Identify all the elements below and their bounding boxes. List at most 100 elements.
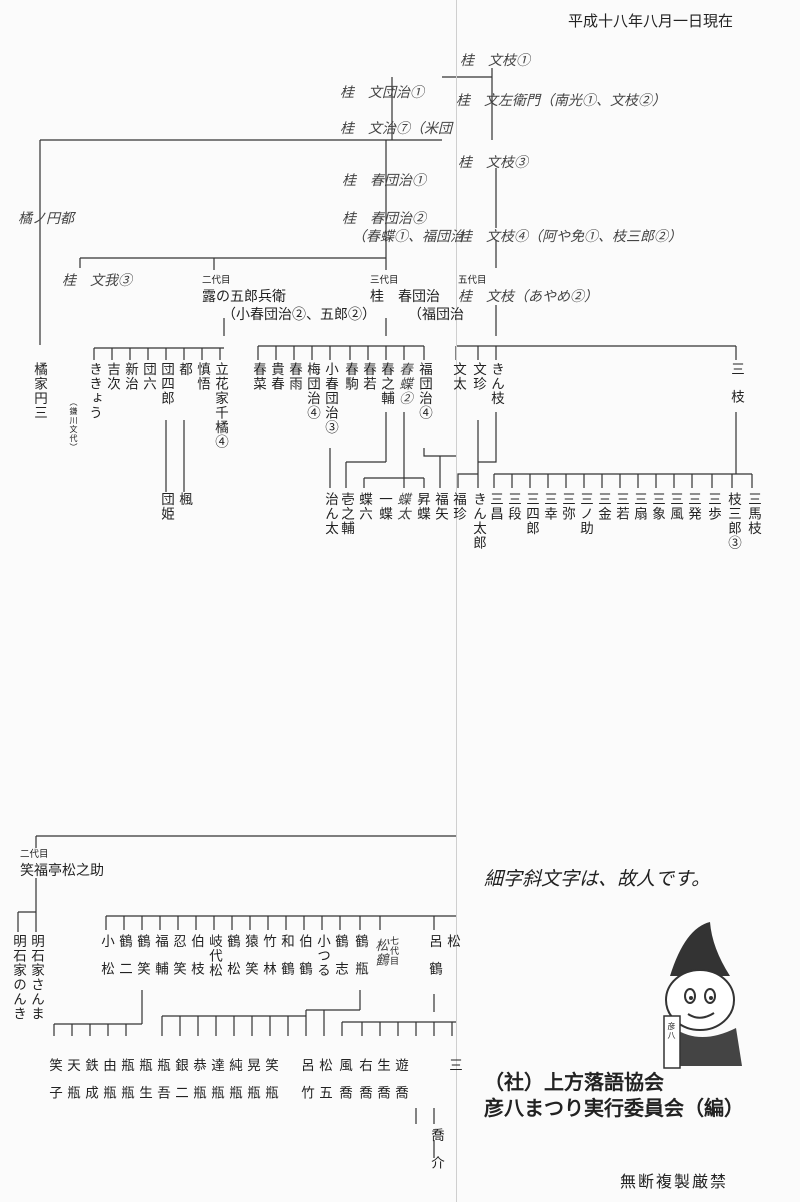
bunshi-3: 桂 文枝③ [458, 155, 528, 171]
sandan: 三段 [505, 492, 521, 521]
ichinosuke: 壱之輔 [338, 492, 354, 536]
harusai: 春菜 [250, 362, 266, 391]
sanjaku: 三若 [613, 492, 629, 521]
koharudanji: 小春団治③ [322, 362, 338, 435]
bunchin: 文珍 [470, 362, 486, 391]
mascot: 彦八 [650, 918, 760, 1078]
heigo: 瓶吾 [154, 1058, 170, 1113]
tenpei: 天瓶 [64, 1058, 80, 1113]
danroku: 団六 [140, 362, 156, 391]
sansho: 三昌 [487, 492, 503, 521]
mascot-icon [663, 922, 742, 1069]
kichiji: 吉次 [104, 362, 120, 391]
tsuruji: 鶴二 [116, 934, 132, 989]
chouta: 蝶太 [394, 492, 410, 521]
shingo: 慎悟 [194, 362, 210, 391]
shogo: 松五 [316, 1058, 332, 1113]
harudanji-2-note: （春蝶①、福団治 [352, 229, 464, 245]
bunji-7: 桂 文治⑦（米団 [340, 121, 452, 137]
kotsuru: 小つる [314, 934, 330, 978]
bunta: 文太 [450, 362, 466, 391]
bunshi-1: 桂 文枝① [460, 53, 530, 69]
tappei: 達瓶 [208, 1058, 224, 1113]
shohei: 笑瓶 [262, 1058, 278, 1113]
fukusuke: 福輔 [152, 934, 168, 989]
ensho: 猿笑 [242, 934, 258, 989]
shoucho: 昇蝶 [414, 492, 430, 521]
date-header: 平成十八年八月一日現在 [568, 12, 734, 30]
yuhei: 由瓶 [100, 1058, 116, 1113]
kosho: 小松 [98, 934, 114, 989]
ginji: 銀二 [172, 1058, 188, 1113]
tsurushi: 鶴志 [332, 934, 348, 989]
harunosuke: 春之輔 [378, 362, 394, 406]
harukoma: 春駒 [342, 362, 358, 391]
tsurumatsu: 鶴松 [224, 934, 240, 989]
akashiya-nonki: 明石家のんき [10, 934, 26, 1021]
organization-2: 彦八まつり実行委員会（編） [484, 1096, 744, 1120]
tachibanaya-enzo: 橘家円三 [31, 362, 47, 420]
sankin: 三金 [595, 492, 611, 521]
yukyo: 遊喬 [392, 1058, 408, 1113]
wakaku: 和鶴 [278, 934, 294, 989]
bunshi-5-generation: 五代目 [458, 275, 487, 286]
edasaburo-3: 枝三郎③ [725, 492, 741, 550]
rochiku: 呂竹 [298, 1058, 314, 1113]
organization-1: （社）上方落語協会 [484, 1070, 664, 1094]
bunzaemon: 桂 文左衛門（南光①、文枝②） [456, 93, 666, 109]
fukusho: 福珍 [450, 492, 466, 521]
dankichi: 団姫 [158, 492, 174, 521]
tsuyu-generation: 二代目 [202, 275, 231, 286]
harudanji-3: 桂 春団治 [370, 289, 440, 305]
kinshi: きん枝 [488, 362, 504, 406]
fukyo: 風喬 [336, 1058, 352, 1113]
tsurube: 鶴瓶 [352, 934, 368, 989]
sanpo: 三歩 [705, 492, 721, 521]
kiharu: 貴春 [268, 362, 284, 391]
haruwaka: 春若 [360, 362, 376, 391]
tetsusei: 鉄成 [82, 1058, 98, 1113]
kishiyo: 岐代松 [206, 934, 222, 978]
sanya: 三弥 [559, 492, 575, 521]
heisei: 瓶生 [136, 1058, 152, 1113]
umedanji: 梅団治④ [304, 362, 320, 420]
kikyou: ききょう [86, 362, 102, 420]
shofukutei-matsunosuke: 笑福亭松之助 [20, 863, 104, 879]
shuncho-2: 春蝶② [396, 362, 412, 406]
tsuyu-no-gorobee: 露の五郎兵衛 [202, 289, 286, 305]
sannosuke: 三ノ助 [577, 492, 593, 536]
bunshi-5: 桂 文枝（あやめ②） [458, 289, 598, 305]
fukuya: 福矢 [432, 492, 448, 521]
danshiro: 団四郎 [158, 362, 174, 406]
mascot-sign: 彦八 [667, 1022, 676, 1040]
sanko: 三幸 [541, 492, 557, 521]
harudanji-3-generation: 三代目 [370, 275, 399, 286]
bundanji-1: 桂 文団治① [340, 85, 424, 101]
sanpu: 三風 [667, 492, 683, 521]
ninsho: 忍笑 [170, 934, 186, 989]
haruu: 春雨 [286, 362, 302, 391]
sho-s: 笑子 [46, 1058, 62, 1113]
sanshiro: 三四郎 [523, 492, 539, 536]
shokaku-generation: 七代目 [388, 936, 398, 966]
ichicho: 一蝶 [376, 492, 392, 521]
kakusho: 鶴笑 [134, 934, 150, 989]
tachibana-no-ento: 橘ノ円都 [18, 211, 74, 227]
shokyo: 生喬 [374, 1058, 390, 1113]
junpei: 純瓶 [226, 1058, 242, 1113]
kaede: 楓 [176, 492, 192, 507]
ro-partial: 松 [444, 934, 460, 949]
harudanji-1: 桂 春団治① [342, 173, 426, 189]
legend-note: 細字斜文字は、故人です。 [484, 868, 711, 890]
kintaro: きん太郎 [470, 492, 486, 550]
kyosuke: 喬介 [428, 1128, 444, 1183]
fukudanji: 福団治④ [416, 362, 432, 420]
page-fold [456, 0, 457, 1202]
sanzo: 三象 [649, 492, 665, 521]
akashiya-sanma: 明石家さんま [28, 934, 44, 1021]
hakutsuru: 伯鶴 [296, 934, 312, 989]
sanshi: 三枝 [728, 362, 744, 417]
kohei: 晃瓶 [244, 1058, 260, 1113]
ukyo: 右喬 [356, 1058, 372, 1113]
sansen: 三扇 [631, 492, 647, 521]
